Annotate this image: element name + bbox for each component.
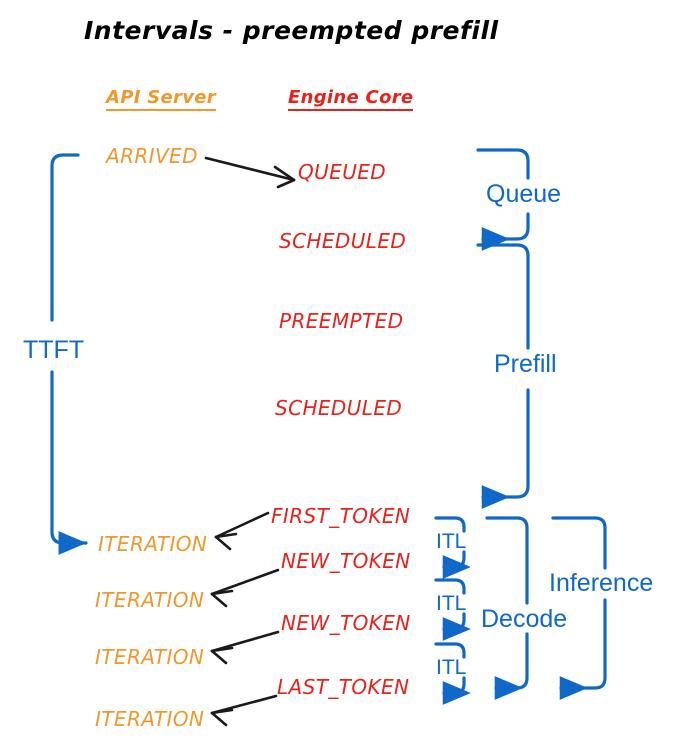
event-first-token: FIRST_TOKEN <box>271 504 411 528</box>
interval-bracket-prefill <box>476 243 530 509</box>
interval-bracket-itl-2 <box>434 578 471 641</box>
event-arrived: ARRIVED <box>106 144 198 168</box>
interval-label-ttft: TTFT <box>23 336 85 364</box>
black-arrows <box>204 156 296 727</box>
interval-label-itl-1: ITL <box>436 530 467 553</box>
event-queued: QUEUED <box>298 160 387 184</box>
interval-label-inference: Inference <box>549 569 654 597</box>
event-iteration-3: ITERATION <box>95 645 205 669</box>
interval-bracket-inference <box>551 516 607 700</box>
page-title: Intervals - preempted prefill <box>84 16 499 45</box>
column-header-engine-core: Engine Core <box>288 87 414 111</box>
interval-bracket-ttft <box>50 153 88 555</box>
interval-label-itl-2: ITL <box>436 592 467 615</box>
event-new-token-1: NEW_TOKEN <box>281 549 411 573</box>
interval-bracket-decode <box>485 516 529 700</box>
column-header-api-server-label: API Server <box>106 87 216 111</box>
interval-bracket-itl-1 <box>434 516 471 579</box>
interval-bracket-queue <box>476 148 530 251</box>
interval-label-itl-3: ITL <box>436 656 467 679</box>
column-header-engine-core-label: Engine Core <box>288 87 414 111</box>
interval-label-decode: Decode <box>481 605 568 633</box>
event-iteration-4: ITERATION <box>95 707 205 731</box>
event-iteration-1: ITERATION <box>98 532 208 556</box>
event-preempted: PREEMPTED <box>279 309 404 333</box>
event-last-token: LAST_TOKEN <box>277 675 410 699</box>
column-header-api-server: API Server <box>106 87 216 111</box>
event-new-token-2: NEW_TOKEN <box>281 611 411 635</box>
event-iteration-2: ITERATION <box>95 588 205 612</box>
event-scheduled-2: SCHEDULED <box>275 396 403 420</box>
event-scheduled-1: SCHEDULED <box>279 229 407 253</box>
interval-bracket-itl-3 <box>434 642 471 705</box>
interval-label-queue: Queue <box>486 180 562 208</box>
interval-label-prefill: Prefill <box>494 350 557 378</box>
